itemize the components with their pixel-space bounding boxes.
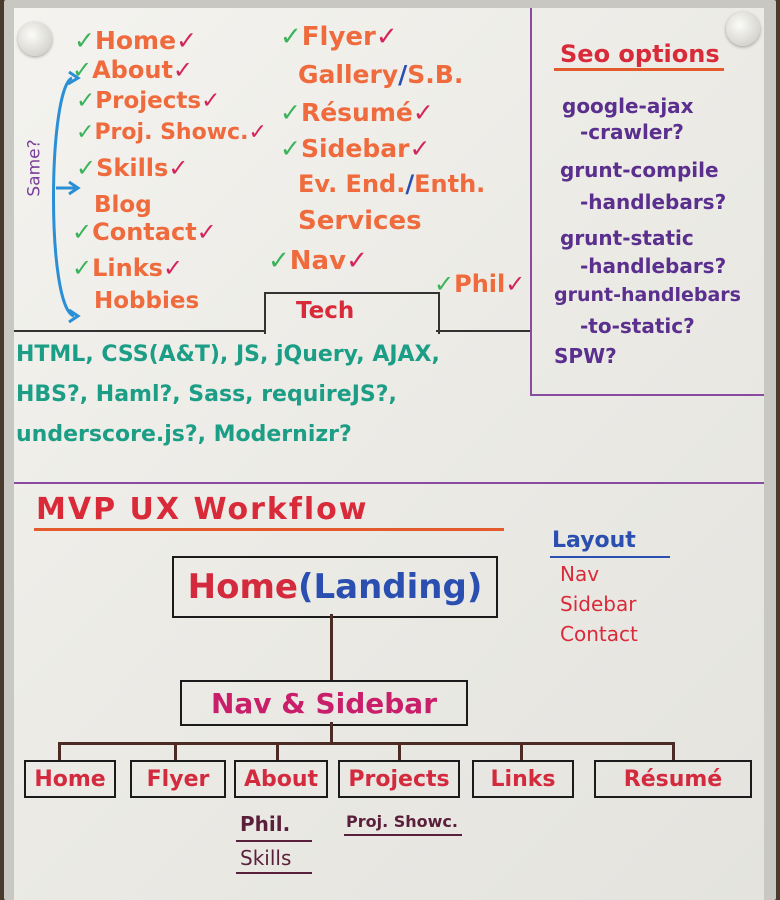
magnet-top-left <box>18 22 52 56</box>
seo-title: Seo options <box>560 40 720 68</box>
child-box-about: About <box>234 760 328 798</box>
layout-underline <box>550 556 670 558</box>
showc-underline <box>344 834 462 836</box>
seo-line-4: -handlebars? <box>580 190 727 214</box>
workflow-title: MVP UX Workflow <box>36 492 369 527</box>
layout-item-nav: Nav <box>560 562 600 586</box>
seo-line-6: -handlebars? <box>580 254 727 278</box>
seo-line-2: -crawler? <box>580 120 684 144</box>
page-contact: ✓Contact✓ <box>72 218 217 246</box>
same-bracket-arrows <box>52 70 81 324</box>
tree-drop-links <box>520 742 523 760</box>
seo-underline <box>554 68 724 71</box>
tree-line-2 <box>330 722 333 744</box>
magnet-top-right <box>726 12 760 46</box>
page-skills: ✓Skills✓ <box>76 154 189 182</box>
tree-drop-flyer <box>174 742 177 760</box>
tree-drop-projects <box>398 742 401 760</box>
tech-line-2: HBS?, Haml?, Sass, requireJS?, <box>16 382 397 407</box>
seo-line-5: grunt-static <box>560 226 694 250</box>
skills-underline <box>236 872 312 874</box>
page-links: ✓Links✓ <box>72 254 184 282</box>
below-about-skills: Skills <box>240 846 292 870</box>
child-box-flyer: Flyer <box>130 760 226 798</box>
section-divider <box>14 482 764 484</box>
page-proj-showc: ✓Proj. Showc.✓ <box>76 120 267 145</box>
layout-title: Layout <box>552 528 636 553</box>
page-projects: ✓Projects✓ <box>76 88 221 114</box>
below-about-phil: Phil. <box>240 812 291 836</box>
seo-bottom-line <box>530 394 764 396</box>
phil-underline <box>236 840 312 842</box>
seo-line-1: google-ajax <box>562 94 694 118</box>
seo-line-7: grunt-handlebars <box>554 284 741 306</box>
layout-item-sidebar: Sidebar <box>560 592 637 616</box>
seo-line-9: SPW? <box>554 344 617 368</box>
page-nav: ✓Nav✓ <box>268 246 368 276</box>
seo-line-8: -to-static? <box>580 314 695 338</box>
child-box-home: Home <box>24 760 116 798</box>
tree-drop-home <box>58 742 61 760</box>
page-gallery: Gallery/S.B. <box>298 60 464 89</box>
below-projects-showc: Proj. Showc. <box>346 812 458 831</box>
tech-right-line <box>436 330 530 332</box>
page-phil: ✓Phil✓ <box>434 270 526 298</box>
page-services: Services <box>298 206 422 236</box>
workflow-title-underline <box>34 528 504 531</box>
tree-drop-resume <box>672 742 675 760</box>
tech-box <box>264 292 440 334</box>
page-home: ✓Home✓ <box>74 26 198 55</box>
page-blog: Blog <box>94 192 152 218</box>
seo-divider <box>530 8 532 394</box>
tree-hline <box>58 742 674 745</box>
child-box-projects: Projects <box>338 760 460 798</box>
child-box-resume: Résumé <box>594 760 752 798</box>
page-ev-end: Ev. End./Enth. <box>298 170 486 198</box>
tree-line-1 <box>330 614 333 682</box>
nav-sidebar-box: Nav & Sidebar <box>180 680 468 726</box>
page-about: ✓About✓ <box>72 56 194 84</box>
page-hobbies: Hobbies <box>94 288 200 314</box>
page-resume: ✓Résumé✓ <box>280 98 434 127</box>
home-landing-box: Home(Landing) <box>172 556 498 618</box>
page-flyer: ✓Flyer✓ <box>280 22 398 52</box>
seo-line-3: grunt-compile <box>560 158 719 182</box>
layout-item-contact: Contact <box>560 622 638 646</box>
tech-line-3: underscore.js?, Modernizr? <box>16 422 352 447</box>
tech-left-line <box>14 330 264 332</box>
child-box-links: Links <box>472 760 574 798</box>
tree-drop-about <box>276 742 279 760</box>
whiteboard: ✓Home✓ ✓About✓ ✓Projects✓ ✓Proj. Showc.✓… <box>14 8 764 900</box>
page-sidebar: ✓Sidebar✓ <box>280 134 431 163</box>
tech-line-1: HTML, CSS(A&T), JS, jQuery, AJAX, <box>16 342 440 367</box>
tech-title: Tech <box>296 298 355 324</box>
